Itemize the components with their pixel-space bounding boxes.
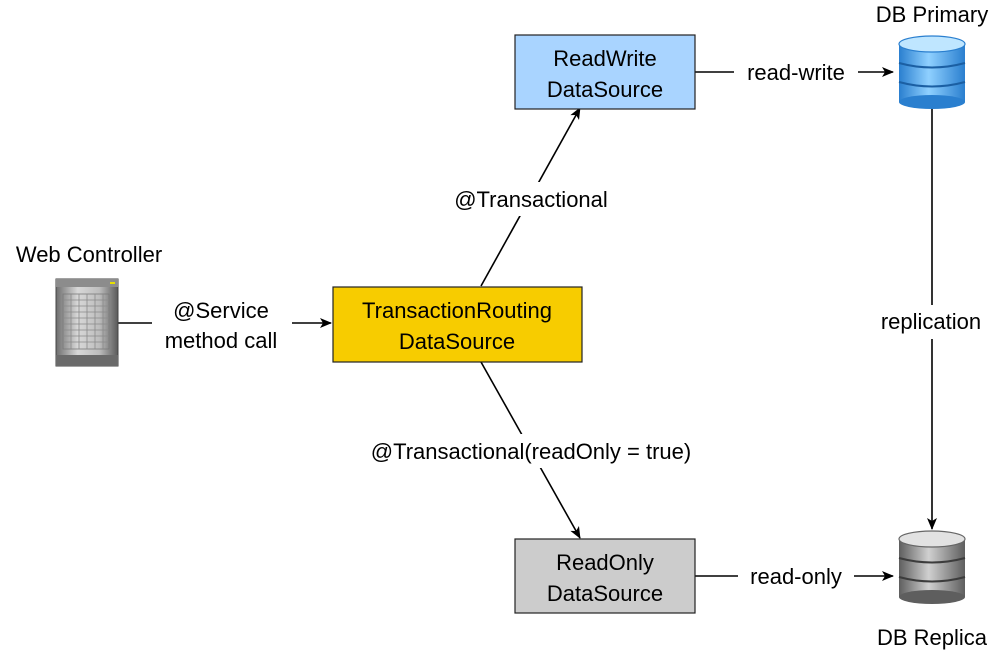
db-replica-label: DB Replica [877,625,988,650]
readonly-datasource-box: ReadOnly DataSource [514,538,696,614]
routing-datasource-box: TransactionRouting DataSource [332,286,583,363]
routing-datasource-line2: DataSource [399,329,515,354]
label-transactional-readonly: @Transactional(readOnly = true) [371,439,691,464]
label-read-only: read-only [750,564,842,589]
web-controller-label: Web Controller [16,242,162,267]
server-icon [55,278,119,367]
db-primary-label: DB Primary [876,2,988,27]
label-service-call-line1: @Service [173,298,269,323]
routing-datasource-line1: TransactionRouting [362,298,552,323]
readwrite-datasource-line1: ReadWrite [553,46,657,71]
database-icon [898,35,966,109]
readonly-datasource-line1: ReadOnly [556,550,654,575]
label-replication: replication [881,309,981,334]
label-read-write: read-write [747,60,845,85]
label-service-call-line2: method call [165,328,278,353]
readonly-datasource-line2: DataSource [547,581,663,606]
readwrite-datasource-line2: DataSource [547,77,663,102]
readwrite-datasource-box: ReadWrite DataSource [514,34,696,110]
label-transactional: @Transactional [454,187,608,212]
database-icon [898,530,966,604]
